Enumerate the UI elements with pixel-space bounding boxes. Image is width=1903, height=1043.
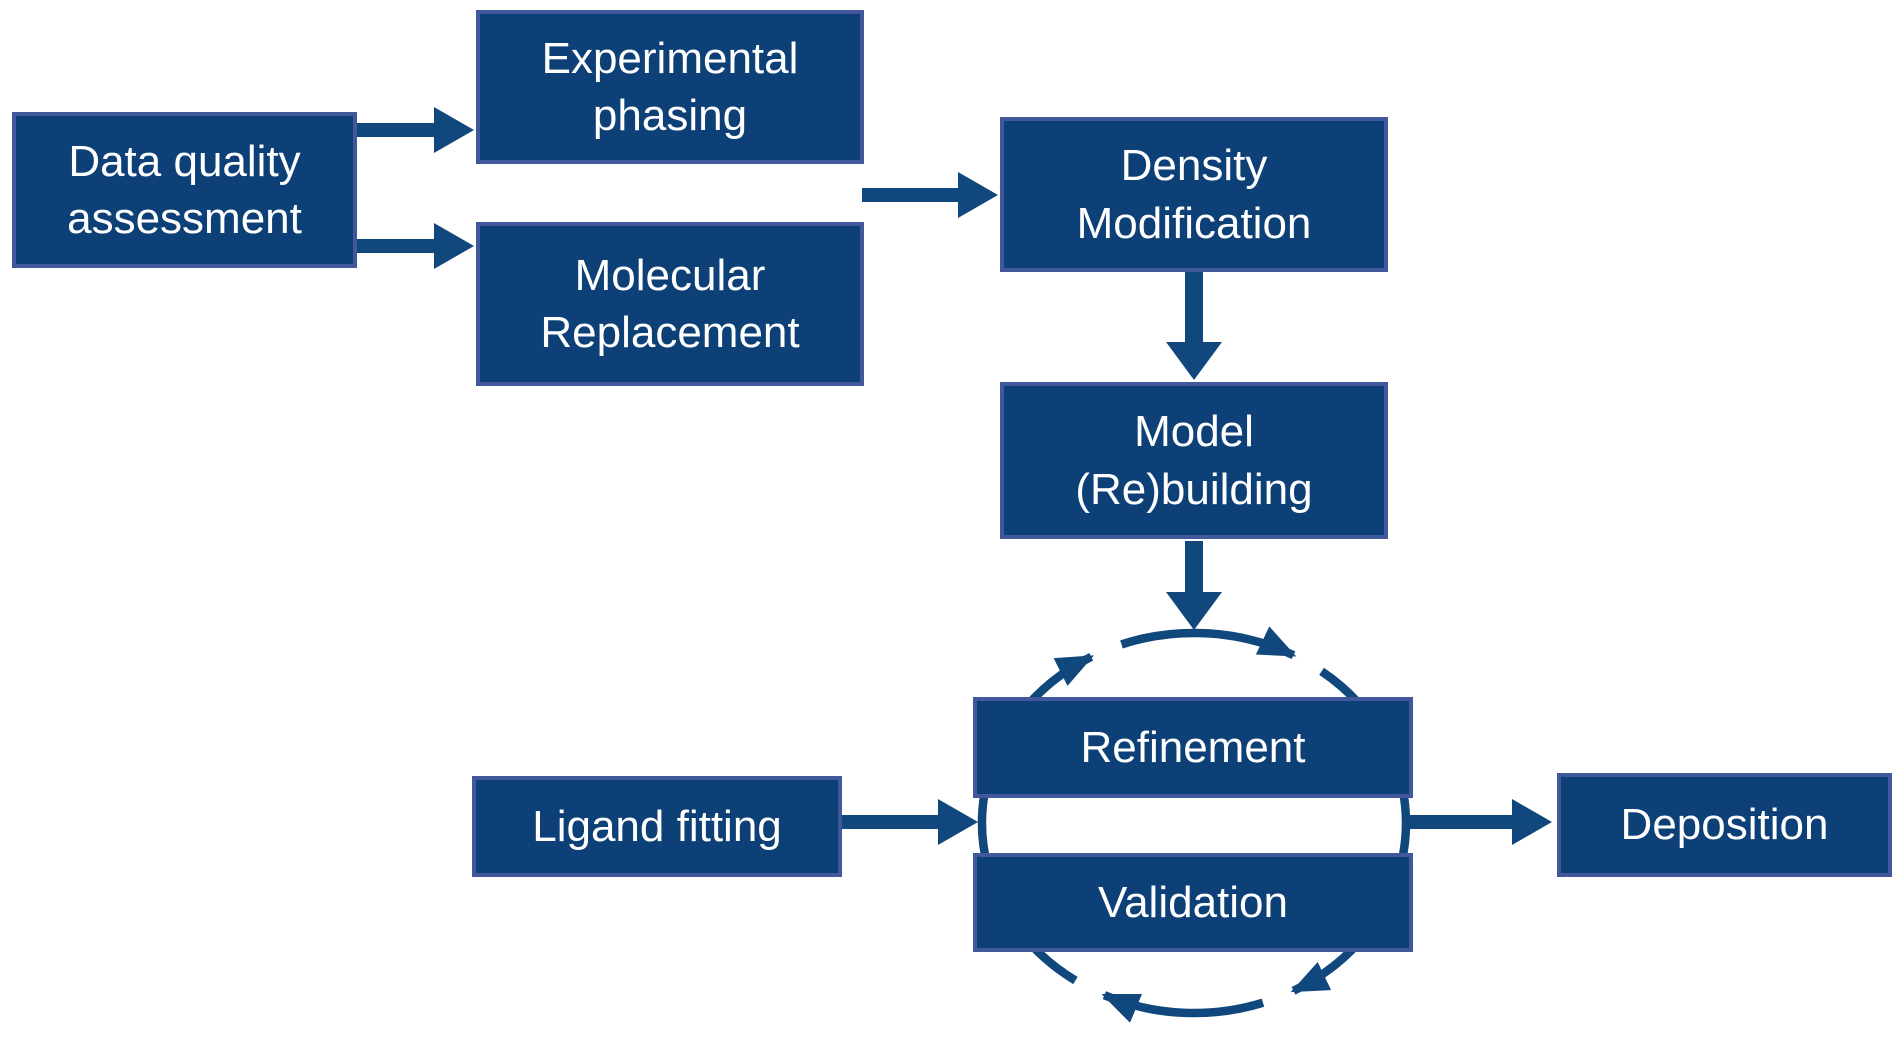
node-label: Validation <box>1098 877 1288 927</box>
node-label: Data quality <box>68 136 301 186</box>
arrow-dqa-to-experimental-phasing <box>356 107 474 153</box>
node-label: Experimental <box>541 33 799 83</box>
node-data-quality-assessment: Data quality assessment <box>12 112 357 268</box>
arrow-phasing-to-density-modification <box>862 172 998 218</box>
node-experimental-phasing: Experimental phasing <box>476 10 864 164</box>
node-deposition: Deposition <box>1557 773 1892 877</box>
node-label: Model <box>1134 407 1254 457</box>
node-label: Refinement <box>1080 722 1306 772</box>
node-ligand-fitting: Ligand fitting <box>472 776 842 877</box>
arrow-cycle-to-deposition <box>1410 799 1552 845</box>
cycle-arc-bottom <box>1101 991 1265 1023</box>
node-label: Molecular <box>574 250 766 300</box>
node-label: Deposition <box>1620 800 1829 850</box>
node-label: Ligand fitting <box>532 801 782 851</box>
cycle-arrow-ellipse <box>977 626 1411 1023</box>
cycle-arc-top <box>1120 626 1297 660</box>
arrow-dqa-to-molecular-replacement <box>356 223 474 269</box>
node-density-modification: Density Modification <box>1000 117 1388 272</box>
node-label: assessment <box>67 194 302 243</box>
node-label: Density <box>1120 141 1268 191</box>
node-validation: Validation <box>973 853 1413 952</box>
node-label: Modification <box>1076 198 1312 248</box>
node-molecular-replacement: Molecular Replacement <box>476 222 864 386</box>
arrow-ligand-fitting-to-cycle <box>842 799 978 845</box>
node-refinement: Refinement <box>973 697 1413 798</box>
arrow-density-modification-to-model-rebuilding <box>1166 272 1222 380</box>
node-model-rebuilding: Model (Re)building <box>1000 382 1388 539</box>
node-label: Replacement <box>540 308 800 357</box>
arrow-model-rebuilding-to-cycle <box>1166 541 1222 630</box>
node-label: phasing <box>592 91 748 140</box>
node-label: (Re)building <box>1075 464 1313 514</box>
